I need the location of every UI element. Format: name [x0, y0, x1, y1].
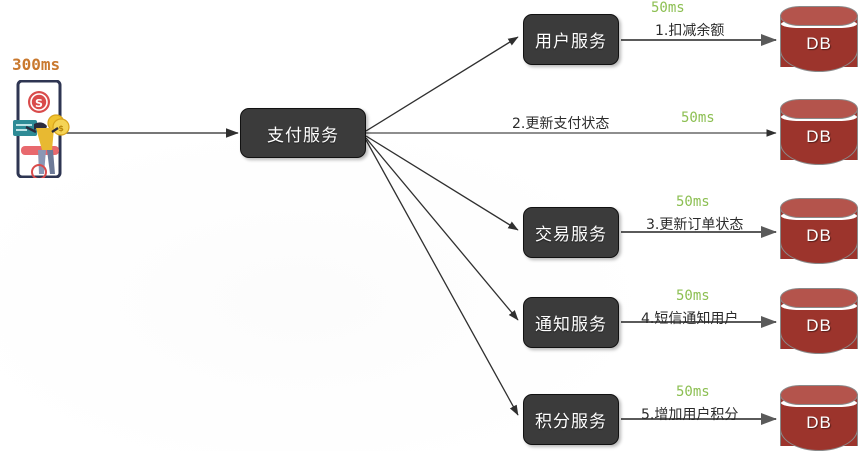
- db-row-3[interactable]: DB: [780, 198, 858, 266]
- mobile-payment-illustration: S $: [12, 79, 70, 180]
- latency-label-row-3: 50ms: [676, 194, 710, 210]
- step-label-row-5: 5.增加用户积分: [641, 407, 739, 423]
- db-row-4[interactable]: DB: [780, 288, 858, 356]
- step-label-row-2: 2.更新支付状态: [512, 116, 610, 132]
- edge-hub-to-row-1: [365, 36, 519, 132]
- latency-label-row-1: 50ms: [651, 0, 685, 16]
- db-row-2[interactable]: DB: [780, 99, 858, 167]
- node-points-service-label: 积分服务: [535, 412, 607, 431]
- latency-label-row-4: 50ms: [676, 288, 710, 304]
- node-notification-service[interactable]: 通知服务: [523, 297, 619, 348]
- step-label-row-3: 3.更新订单状态: [646, 217, 744, 233]
- db-top: [780, 6, 858, 26]
- db-top: [780, 99, 858, 119]
- db-row-5[interactable]: DB: [780, 385, 858, 451]
- node-transaction-service[interactable]: 交易服务: [523, 207, 619, 258]
- step-label-row-1: 1.扣减余额: [655, 23, 725, 39]
- latency-label-row-5: 50ms: [676, 384, 710, 400]
- db-top: [780, 385, 858, 405]
- db-label-row-2: DB: [806, 127, 832, 146]
- db-row-1[interactable]: DB: [780, 6, 858, 74]
- node-points-service[interactable]: 积分服务: [523, 394, 619, 445]
- client-latency-label: 300ms: [12, 55, 61, 74]
- latency-label-row-2: 50ms: [681, 110, 715, 126]
- db-label-row-4: DB: [806, 316, 832, 335]
- step-label-row-4: 4.短信通知用户: [641, 311, 739, 327]
- db-label-row-3: DB: [806, 226, 832, 245]
- edge-hub-to-row-5: [365, 139, 519, 416]
- node-user-service-label: 用户服务: [535, 32, 607, 51]
- svg-text:S: S: [35, 97, 43, 110]
- node-notification-service-label: 通知服务: [535, 315, 607, 334]
- edge-hub-to-row-3: [365, 135, 519, 231]
- db-top: [780, 198, 858, 218]
- node-user-service[interactable]: 用户服务: [523, 14, 619, 65]
- node-transaction-service-label: 交易服务: [535, 225, 607, 244]
- node-payment-service-label: 支付服务: [267, 125, 339, 145]
- db-label-row-5: DB: [806, 413, 832, 432]
- svg-text:$: $: [58, 124, 64, 133]
- node-payment-service[interactable]: 支付服务: [240, 108, 366, 158]
- db-label-row-1: DB: [806, 34, 832, 53]
- edge-hub-to-row-4: [365, 137, 519, 321]
- db-top: [780, 288, 858, 308]
